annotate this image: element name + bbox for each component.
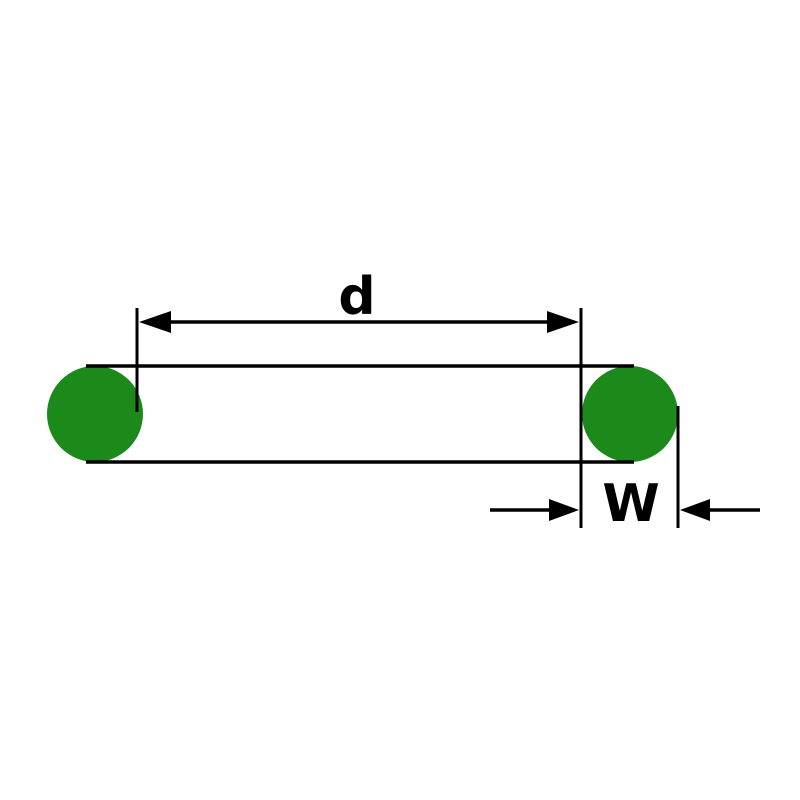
dimension-w-arrowhead-left xyxy=(549,499,579,521)
dimension-d-arrowhead-left xyxy=(139,311,171,333)
oring-cross-section-right xyxy=(582,366,678,462)
dimension-d-label: d xyxy=(338,267,375,327)
dimension-d-arrowhead-right xyxy=(547,311,579,333)
dimension-w-label: W xyxy=(602,474,659,534)
dimension-w-arrowhead-right xyxy=(680,499,710,521)
oring-cross-section-left xyxy=(47,366,143,462)
